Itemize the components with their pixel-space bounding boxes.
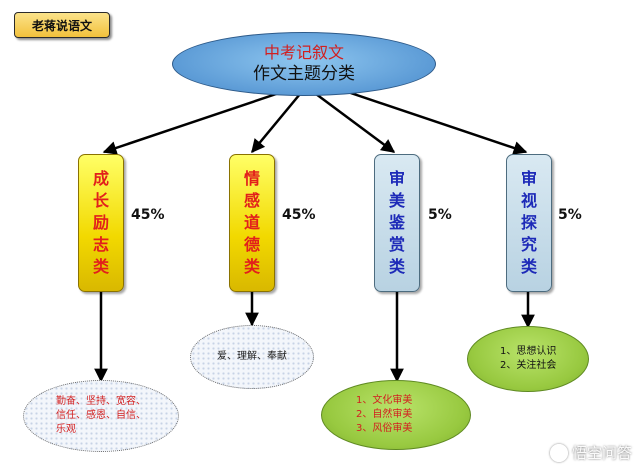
watermark-logo-icon <box>549 443 568 462</box>
root-title: 中考记叙文 <box>263 43 344 62</box>
category-char: 审 <box>520 169 537 188</box>
category-aesthetic-percent: 5% <box>428 207 452 223</box>
category-char: 究 <box>520 235 537 254</box>
category-growth-box: 成 长 励 志 类 <box>78 154 124 292</box>
category-char: 赏 <box>388 235 405 254</box>
category-emotion-percent: 45% <box>282 207 316 223</box>
category-char: 成 <box>92 169 109 188</box>
category-char: 探 <box>520 213 537 232</box>
category-char: 鉴 <box>388 213 405 232</box>
category-char: 道 <box>243 213 260 232</box>
category-emotion-box: 情 感 道 德 类 <box>229 154 275 292</box>
arrow-to-emotion <box>251 93 301 154</box>
leaf-emotion-line: 爱、理解、奉献 <box>217 351 287 362</box>
category-char: 德 <box>243 235 260 254</box>
leaf-aesthetic-line: 3、风俗审美 <box>356 423 413 434</box>
leaf-inquiry-ellipse: 1、思想认识 2、关注社会 <box>467 326 589 392</box>
leaf-aesthetic-line: 2、自然审美 <box>356 409 413 420</box>
category-inquiry-box: 审 视 探 究 类 <box>506 154 552 292</box>
leaf-growth-line: 勤奋、坚持、宽容、 <box>56 396 146 407</box>
category-aesthetic-box: 审 美 鉴 赏 类 <box>374 154 420 292</box>
category-char: 感 <box>243 191 260 210</box>
category-char: 励 <box>92 213 109 232</box>
root-subtitle: 作文主题分类 <box>253 64 355 84</box>
category-char: 类 <box>520 257 537 276</box>
watermark-text: 悟空问答 <box>571 444 632 462</box>
leaf-aesthetic-ellipse: 1、文化审美 2、自然审美 3、风俗审美 <box>321 380 471 450</box>
leaf-inquiry-line: 1、思想认识 <box>500 346 557 357</box>
arrow-to-aesthetic <box>315 92 396 154</box>
arrow-to-inquiry <box>329 84 528 155</box>
category-char: 审 <box>388 169 405 188</box>
category-char: 美 <box>388 191 405 210</box>
category-growth-percent: 45% <box>131 207 165 223</box>
root-ellipse: 中考记叙文 作文主题分类 <box>172 32 436 96</box>
category-inquiry-percent: 5% <box>558 207 582 223</box>
category-char: 类 <box>243 257 260 276</box>
leaf-emotion-ellipse: 爱、理解、奉献 <box>190 325 314 389</box>
category-char: 类 <box>92 257 109 276</box>
leaf-growth-line: 乐观 <box>56 424 76 435</box>
category-char: 志 <box>92 235 109 254</box>
arrow-to-growth <box>102 84 301 155</box>
leaf-inquiry-line: 2、关注社会 <box>500 360 557 371</box>
leaf-growth-line: 信任、感恩、自信、 <box>56 410 146 421</box>
category-char: 类 <box>388 257 405 276</box>
watermark: 悟空问答 <box>549 442 632 463</box>
leaf-growth-ellipse: 勤奋、坚持、宽容、 信任、感恩、自信、 乐观 <box>23 380 179 452</box>
leaf-aesthetic-line: 1、文化审美 <box>356 395 413 406</box>
category-char: 视 <box>520 191 537 210</box>
author-tag: 老蒋说语文 <box>14 12 110 38</box>
category-char: 长 <box>92 191 109 210</box>
category-char: 情 <box>243 169 260 188</box>
